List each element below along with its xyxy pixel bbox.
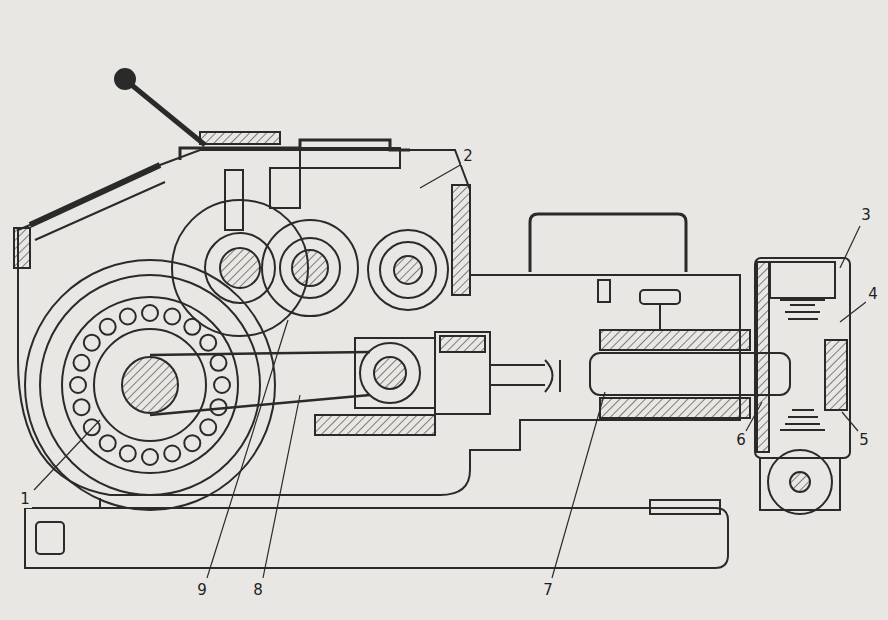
bearing-roller [120, 309, 136, 325]
callout-number: 5 [857, 432, 871, 449]
bearing-roller [200, 335, 216, 351]
callout-number: 1 [18, 491, 32, 508]
bearing-roller [164, 446, 180, 462]
callout-number: 9 [195, 582, 209, 599]
bearing-roller [211, 355, 227, 371]
bearing-roller [74, 355, 90, 371]
bearing-roller [70, 377, 86, 393]
bearing-roller [184, 435, 200, 451]
callout-number: 3 [859, 207, 873, 224]
bearing-roller [164, 309, 180, 325]
bearing-roller [100, 435, 116, 451]
bearing-roller [74, 399, 90, 415]
bearing-roller [142, 449, 158, 465]
bearing-roller [200, 419, 216, 435]
bearing-roller [84, 419, 100, 435]
bearing-roller [120, 446, 136, 462]
bearing-roller [142, 305, 158, 321]
callout-number: 7 [541, 582, 555, 599]
bearing-roller [214, 377, 230, 393]
callout-number: 4 [866, 286, 880, 303]
callout-number: 6 [734, 432, 748, 449]
bearing-roller [100, 319, 116, 335]
bearing-roller [84, 335, 100, 351]
callout-number: 8 [251, 582, 265, 599]
callout-number: 2 [461, 148, 475, 165]
